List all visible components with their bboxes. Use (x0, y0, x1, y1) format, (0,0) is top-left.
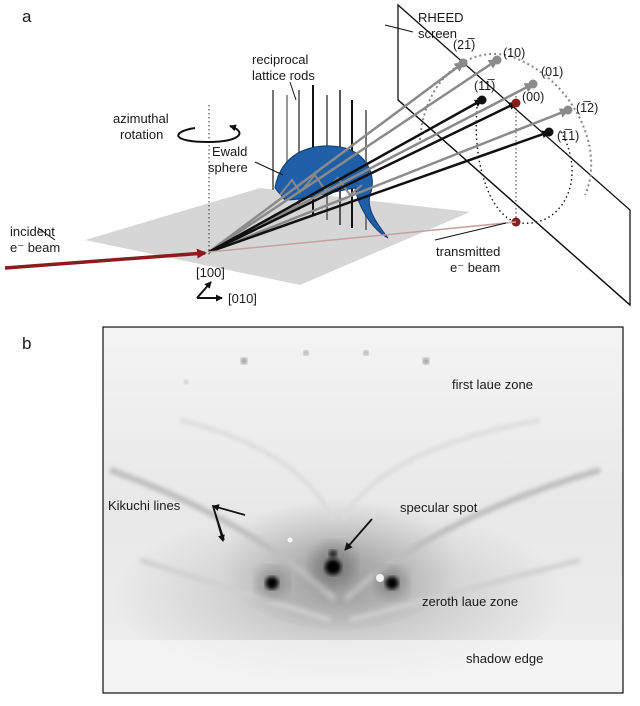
spot-label-1bar2: (1̅2) (576, 101, 598, 115)
label-incident-1: incident (10, 224, 55, 239)
spot-label-01: (01) (541, 65, 563, 79)
laue-circle-outer (419, 52, 593, 196)
label-rheed-2: screen (418, 26, 457, 41)
rods-pointer (289, 81, 297, 101)
specular-spot-arrow (344, 518, 373, 551)
transmitted-pointer (434, 222, 507, 241)
screen-pointer (384, 24, 414, 33)
label-rheed-1: RHEED (418, 10, 464, 25)
label-transmitted-1: transmitted (436, 244, 500, 259)
laue-circle-inner (475, 97, 573, 224)
label-dir-100: [100] (196, 265, 225, 280)
label-incident-2: e⁻ beam (10, 240, 60, 255)
panel-a-letter: a (22, 7, 32, 26)
label-shadow-edge: shadow edge (466, 651, 543, 666)
label-first-laue-zone: first laue zone (452, 377, 533, 392)
transmitted-beam (208, 221, 517, 253)
label-dir-010: [010] (228, 291, 257, 306)
label-transmitted-2: e⁻ beam (450, 260, 500, 275)
ewald-pointer (254, 161, 284, 176)
sample-plane (85, 188, 470, 285)
spot-label-11bar: (11̅) (474, 79, 495, 93)
label-azimuthal-2: rotation (120, 127, 163, 142)
dir-100-arrow (196, 281, 212, 299)
incident-beam (4, 248, 207, 270)
spot-label-1bar1: (1̅1) (557, 129, 579, 143)
label-zeroth-laue-zone: zeroth laue zone (422, 594, 518, 609)
diffracted-rays (208, 58, 570, 254)
panel-b-letter: b (22, 334, 31, 353)
label-specular-spot: specular spot (400, 500, 478, 515)
incident-pointer (37, 227, 56, 241)
label-ewald-2: sphere (208, 160, 248, 175)
spot-label-00: (00) (522, 90, 544, 104)
label-azimuthal-1: azimuthal (113, 111, 169, 126)
rod-intersections (279, 173, 363, 197)
label-kikuchi-lines: Kikuchi lines (108, 498, 181, 513)
label-ewald-1: Ewald (212, 144, 247, 159)
azimuthal-rotation-arrow (177, 124, 241, 144)
label-rods-1: reciprocal (252, 52, 308, 67)
diffraction-spots (458, 55, 573, 227)
spot-label-10: (10) (503, 46, 525, 60)
rheed-pattern-image (102, 326, 624, 694)
spot-label-21bar: (21̅) (453, 38, 475, 52)
label-rods-2: lattice rods (252, 68, 315, 83)
